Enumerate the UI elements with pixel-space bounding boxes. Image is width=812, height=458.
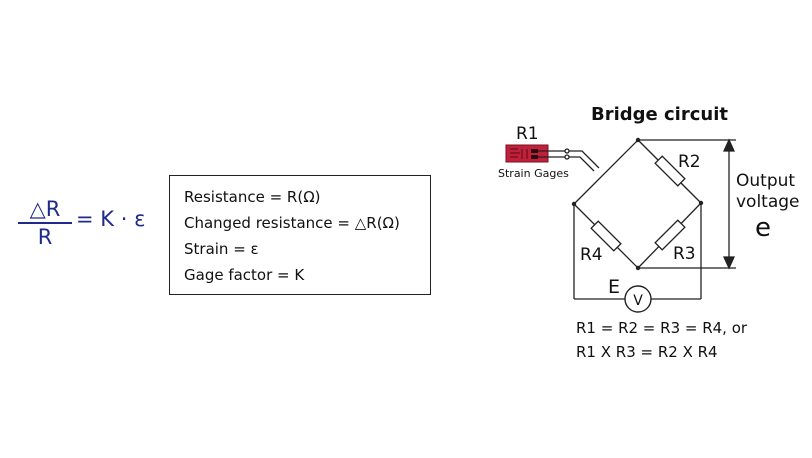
r3-label: R3	[673, 244, 696, 264]
r4-label: R4	[580, 245, 603, 265]
r2-label: R2	[678, 152, 701, 172]
condition-product: R1 X R3 = R2 X R4	[576, 343, 718, 361]
resistor-r2-icon	[654, 155, 686, 187]
output-label: Output	[736, 171, 795, 191]
definition-resistance: Resistance = R(Ω)	[184, 188, 321, 206]
condition-equal: R1 = R2 = R3 = R4, or	[576, 319, 748, 337]
strain-gage-icon	[505, 144, 549, 163]
definition-changed-resistance: Changed resistance = △R(Ω)	[184, 214, 400, 232]
strain-formula: △R R = K · ε	[8, 195, 168, 255]
voltmeter-icon: V	[624, 285, 652, 313]
resistor-r3-icon	[654, 219, 686, 251]
definition-strain: Strain = ε	[184, 240, 259, 258]
gage-lead-wires	[538, 148, 600, 172]
circuit-title: Bridge circuit	[591, 104, 728, 125]
r1-label: R1	[516, 124, 539, 144]
voltage-label: voltage	[736, 192, 800, 212]
formula-rhs: = K · ε	[76, 207, 146, 231]
output-symbol: e	[755, 213, 771, 243]
definitions-box: Resistance = R(Ω) Changed resistance = △…	[169, 175, 431, 295]
formula-denominator: R	[37, 225, 53, 249]
meter-symbol: V	[633, 293, 643, 309]
source-label: E	[608, 276, 620, 298]
resistor-r4-icon	[590, 220, 622, 252]
bridge-nodes	[571, 137, 704, 271]
definition-gage-factor: Gage factor = K	[184, 266, 305, 284]
formula-numerator: △R	[29, 197, 61, 221]
strain-gages-label: Strain Gages	[498, 167, 569, 180]
output-arrow	[722, 138, 736, 270]
fraction-bar	[18, 222, 72, 224]
